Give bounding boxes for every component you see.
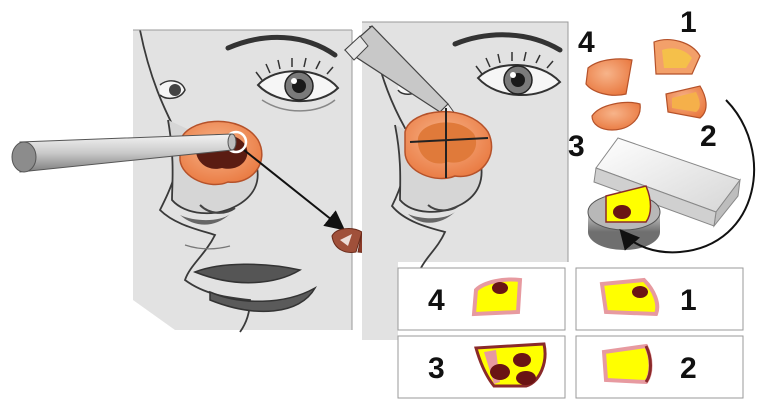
result-label-1: 1 [680,284,697,317]
tissue-piece-4 [586,59,632,95]
result-box-1: 1 [576,268,743,330]
result-label-3: 3 [428,352,445,385]
tissue-pieces: 4 1 3 2 [568,6,717,163]
piece-label-4: 4 [578,26,595,59]
result-label-2: 2 [680,352,697,385]
result-label-4: 4 [428,284,445,317]
result-box-3: 3 [398,336,565,398]
face-panel-left [12,30,392,332]
piece-label-2: 2 [700,120,717,153]
result-box-2: 2 [576,336,743,398]
result-box-4: 4 [398,268,565,330]
piece-label-3: 3 [568,130,585,163]
cryostat-chuck-icon [588,186,660,250]
piece-label-1: 1 [680,6,697,39]
tissue-piece-3 [592,103,640,131]
